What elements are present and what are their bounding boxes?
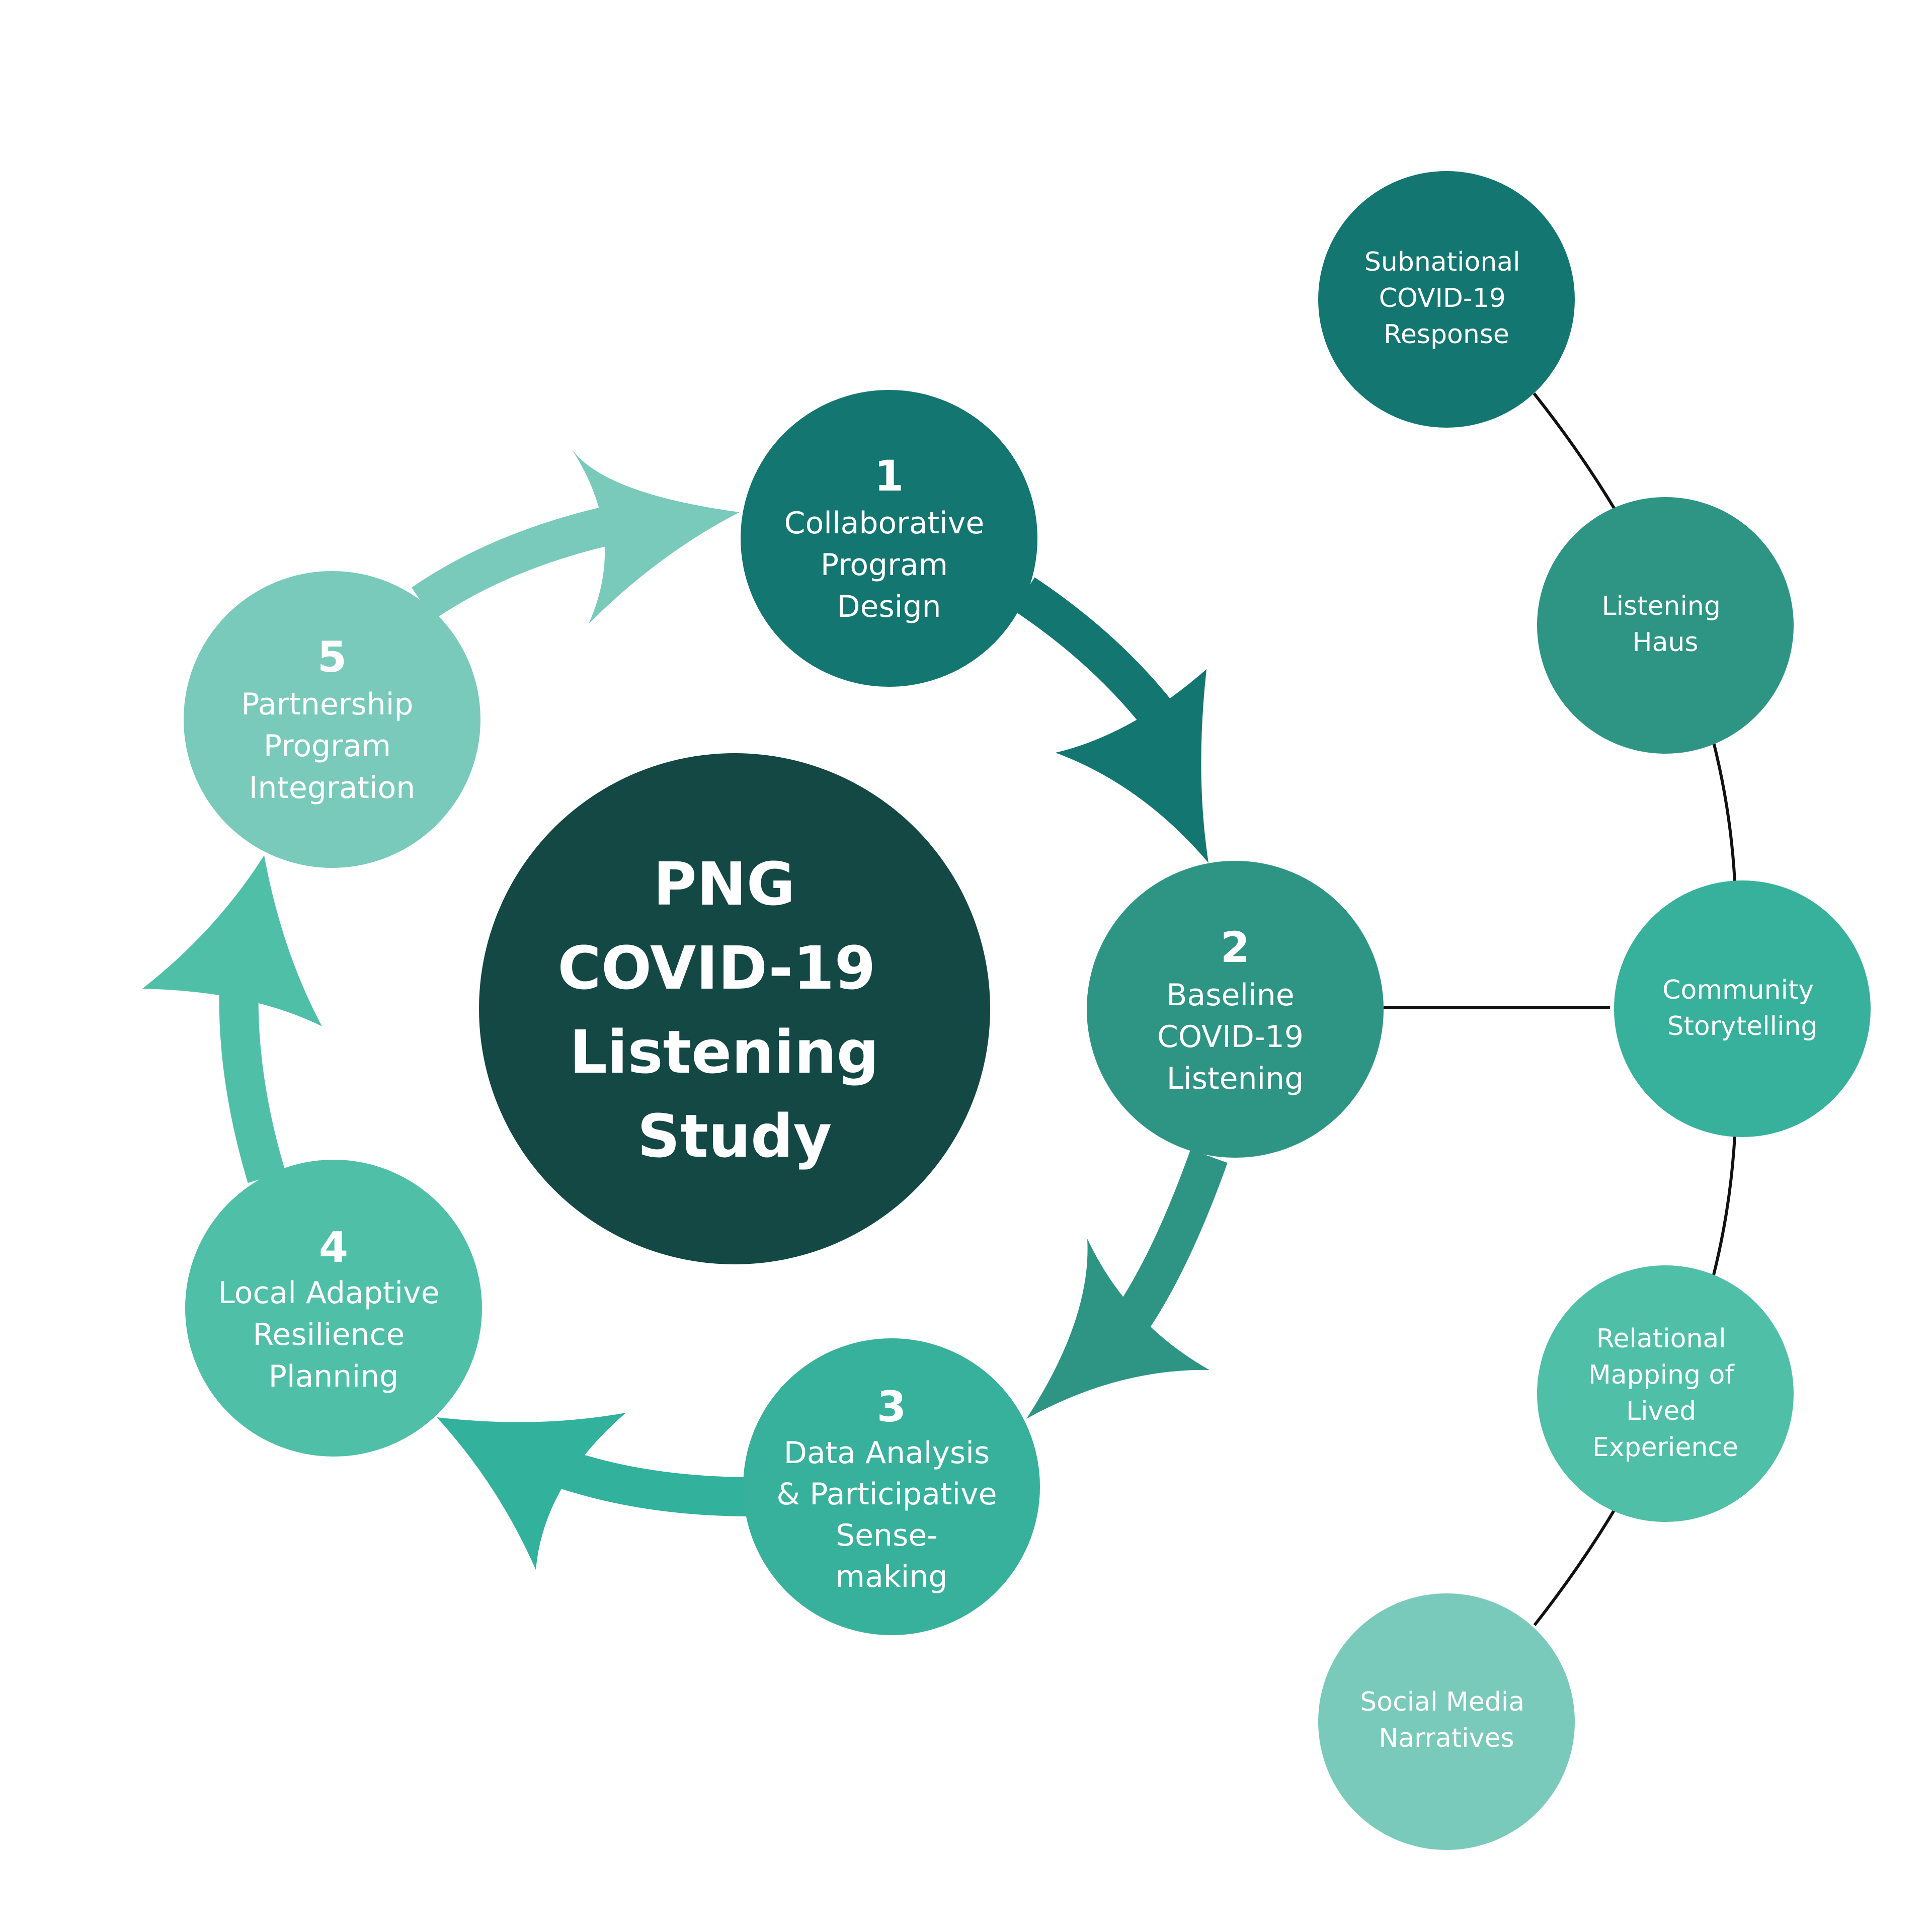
method-1-label-line-2: COVID-19	[1379, 283, 1506, 313]
method-4-label-line-3: Lived	[1626, 1396, 1696, 1426]
step-5-circle	[184, 571, 480, 868]
method-3-circle	[1614, 880, 1871, 1137]
step-4-label-line-3: Planning	[269, 1359, 398, 1394]
arrow-5-shaft	[411, 504, 623, 620]
method-5-circle	[1318, 1593, 1575, 1850]
cycle-arrows	[142, 445, 1228, 1570]
step-3-label-line-1: Data Analysis	[784, 1435, 990, 1471]
step-3-number: 3	[877, 1382, 906, 1431]
center-title-line-2: COVID-19	[557, 933, 875, 1003]
method-social-media-narratives: Social Media Narratives	[1318, 1593, 1575, 1850]
method-1-label: Subnational COVID-19 Response	[1364, 247, 1528, 350]
step-1-number: 1	[874, 451, 904, 501]
method-listening-haus: Listening Haus	[1537, 497, 1794, 754]
step-5-label-line-2: Program	[264, 729, 391, 764]
method-2-label: Listening Haus	[1602, 591, 1729, 658]
arrow-step1-to-step2	[1013, 577, 1209, 863]
arrow-step4-to-step5	[142, 855, 322, 1183]
method-1-label-line-1: Subnational	[1364, 247, 1520, 277]
step-3-label: Data Analysis & Participative Sense- mak…	[776, 1435, 1006, 1594]
arrow-step5-to-step1	[411, 445, 740, 624]
step-5-label: Partnership Program Integration	[241, 687, 423, 806]
step-5-label-line-1: Partnership	[241, 687, 413, 722]
step-4-number: 4	[319, 1223, 348, 1272]
step-2-circle	[1087, 861, 1384, 1158]
method-5-label-line-1: Social Media	[1360, 1687, 1524, 1717]
arrow-2-shaft	[1106, 1149, 1228, 1345]
step-4-circle	[185, 1160, 482, 1457]
step-4-node: 4 Local Adaptive Resilience Planning	[185, 1160, 482, 1457]
step-5-node: 5 Partnership Program Integration	[184, 571, 480, 868]
step-3-label-line-3: Sense-	[836, 1518, 938, 1553]
step-1-label-line-1: Collaborative	[784, 506, 985, 541]
step-1-label: Collaborative Program Design	[784, 506, 994, 624]
method-3-label-line-1: Community	[1662, 975, 1814, 1005]
method-2-label-line-1: Listening	[1602, 591, 1721, 621]
arrow-2-head	[1026, 1239, 1210, 1419]
center-title-line-1: PNG	[653, 849, 795, 919]
method-5-label-line-2: Narratives	[1379, 1723, 1514, 1753]
step-1-label-line-2: Program	[821, 547, 948, 583]
step-4-label: Local Adaptive Resilience Planning	[218, 1275, 449, 1394]
step-5-label-line-3: Integration	[249, 770, 416, 806]
step-3-circle	[743, 1338, 1040, 1635]
method-4-label-line-4: Experience	[1592, 1432, 1738, 1463]
arrow-3-head	[437, 1413, 626, 1570]
step-5-number: 5	[317, 632, 347, 682]
arrow-1-head	[1056, 669, 1209, 863]
step-3-label-line-4: making	[836, 1559, 948, 1594]
step-2-label-line-2: COVID-19	[1157, 1019, 1304, 1055]
method-2-circle	[1537, 497, 1794, 754]
method-3-label-line-2: Storytelling	[1667, 1011, 1817, 1041]
step-2-node: 2 Baseline COVID-19 Listening	[1087, 861, 1384, 1158]
step-2-label: Baseline COVID-19 Listening	[1157, 978, 1313, 1096]
method-2-label-line-2: Haus	[1632, 627, 1698, 658]
arrow-4-shaft	[219, 985, 286, 1183]
step-4-label-line-2: Resilience	[253, 1317, 405, 1352]
step-3-node: 3 Data Analysis & Participative Sense- m…	[743, 1338, 1040, 1635]
step-2-label-line-1: Baseline	[1166, 978, 1294, 1013]
center-title: PNG COVID-19 Listening Study	[557, 849, 900, 1171]
method-1-label-line-3: Response	[1384, 319, 1509, 350]
step-1-node: 1 Collaborative Program Design	[741, 390, 1037, 687]
step-4-label-line-1: Local Adaptive	[218, 1275, 439, 1311]
step-1-circle	[741, 390, 1037, 687]
center-hub: PNG COVID-19 Listening Study	[479, 753, 990, 1264]
method-subnational-response: Subnational COVID-19 Response	[1318, 171, 1575, 428]
center-circle	[479, 753, 990, 1264]
method-relational-mapping: Relational Mapping of Lived Experience	[1537, 1265, 1794, 1522]
method-4-label: Relational Mapping of Lived Experience	[1588, 1324, 1742, 1463]
method-4-label-line-2: Mapping of	[1588, 1360, 1735, 1390]
method-4-label-line-1: Relational	[1596, 1324, 1726, 1354]
center-title-line-3: Listening	[570, 1017, 879, 1087]
method-community-storytelling: Community Storytelling	[1614, 880, 1871, 1137]
step-2-number: 2	[1221, 923, 1250, 972]
method-1-circle	[1318, 171, 1575, 428]
method-3-label: Community Storytelling	[1662, 975, 1822, 1041]
method-4-circle	[1537, 1265, 1794, 1522]
arrow-4-head	[142, 855, 322, 1026]
method-5-label: Social Media Narratives	[1360, 1687, 1533, 1753]
arrow-step3-to-step4	[437, 1413, 753, 1570]
step-1-label-line-3: Design	[837, 589, 941, 624]
arrow-5-head	[569, 445, 740, 624]
center-title-line-4: Study	[637, 1101, 832, 1171]
step-2-label-line-3: Listening	[1167, 1061, 1304, 1096]
step-3-label-line-2: & Participative	[776, 1477, 997, 1512]
arrow-step2-to-step3	[1026, 1149, 1228, 1419]
